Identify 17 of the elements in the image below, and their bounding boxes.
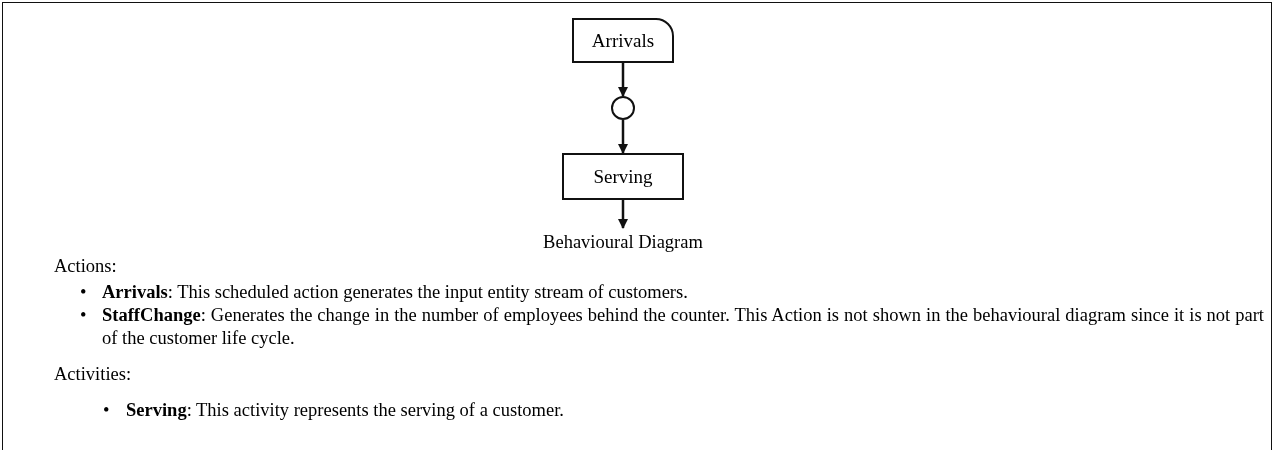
list-item: Arrivals: This scheduled action generates the input entity stream of customers.: [102, 281, 689, 304]
bullet: •: [80, 281, 87, 304]
arrow: [618, 200, 628, 229]
list-item: Serving: This activity represents the serving of a customer.: [126, 399, 565, 422]
queue-circle: [611, 96, 635, 120]
diagram-caption: Behavioural Diagram: [542, 231, 704, 254]
node-label: Arrivals: [591, 29, 655, 52]
scheduled-action-box: [572, 18, 674, 63]
arrow: [618, 120, 628, 154]
section-heading: Activities:: [54, 363, 132, 386]
activity-box: [562, 153, 684, 200]
bullet: •: [80, 304, 87, 327]
list-item: StaffChange: Generates the change in the number of employees behind the counter. This Action is not shown in the behavioural diagram since it is not part of the customer life cycle.: [102, 304, 1264, 350]
node-label: Serving: [593, 165, 653, 188]
section-heading: Actions:: [54, 255, 117, 278]
bullet: •: [103, 399, 110, 422]
arrow: [618, 63, 628, 97]
